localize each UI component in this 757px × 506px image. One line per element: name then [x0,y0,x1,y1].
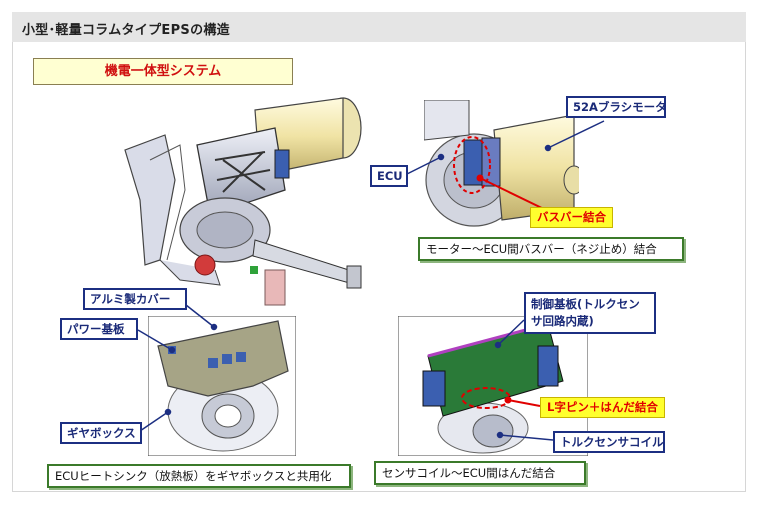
title-bar: 小型･軽量コラムタイプEPSの構造 [12,12,746,42]
label-ecu: ECU [370,165,408,187]
label-busbar-joint: バスバー結合 [530,207,613,228]
label-gearbox: ギヤボックス [60,422,142,444]
control-board-sensor-coil-illustration [398,316,588,456]
caption-motor-ecu-busbar: モーター～ECU間バスバー（ネジ止め）結合 [418,237,684,261]
system-headline: 機電一体型システム [33,58,293,85]
label-52a-brush-motor: 52Aブラシモータ [566,96,667,118]
caption-heatsink-shared: ECUヒートシンク（放熱板）をギヤボックスと共用化 [47,464,351,488]
caption-sensor-coil-solder: センサコイル～ECU間はんだ結合 [374,461,586,485]
label-control-board: 制御基板(トルクセンサ回路内蔵) [524,292,656,334]
label-l-pin-solder: L字ピン＋はんだ結合 [540,397,665,418]
power-board-gearbox-illustration [148,316,296,456]
main-eps-assembly-illustration [124,97,362,306]
page-title: 小型･軽量コラムタイプEPSの構造 [22,23,230,38]
label-power-board: パワー基板 [60,318,138,340]
label-aluminum-cover: アルミ製カバー [83,288,187,310]
label-torque-sensor-coil: トルクセンサコイル [553,431,665,453]
